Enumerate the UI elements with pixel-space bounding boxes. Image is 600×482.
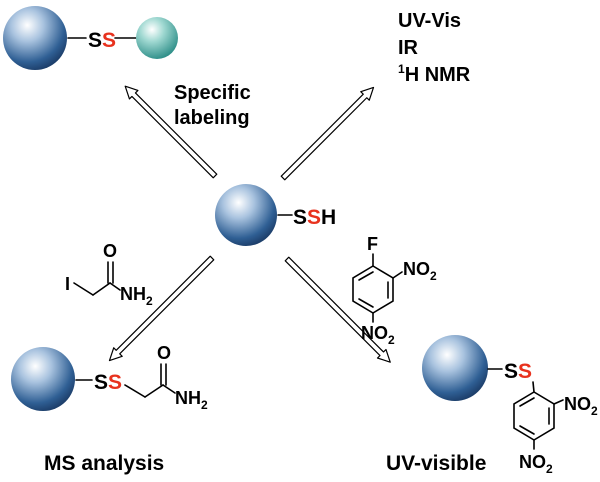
ms-analysis-label: MS analysis — [44, 452, 164, 475]
dnp-product-disulfide: SS — [504, 360, 532, 383]
blue-sphere-icon — [422, 335, 488, 401]
ms-product: SS O NH2 — [11, 343, 208, 412]
arrow-bottom-left — [108, 255, 215, 362]
amide-group: NH2 — [120, 284, 153, 308]
blue-sphere-icon — [3, 6, 67, 70]
fluorine-atom: F — [367, 234, 378, 254]
arrow-top-left — [124, 85, 218, 179]
nitro-group: NO2 — [564, 394, 598, 418]
benzene-ring-icon — [352, 265, 394, 314]
carbonyl-oxygen: O — [103, 241, 117, 261]
teal-sphere-icon — [136, 17, 178, 59]
uv-vis-label: UV-Vis — [398, 10, 461, 32]
nitro-group: NO2 — [361, 323, 395, 347]
top-left-disulfide: SS — [88, 29, 116, 52]
carbonyl-oxygen: O — [157, 343, 171, 363]
uv-visible-label: UV-visible — [386, 452, 486, 475]
nitro-group: NO2 — [403, 259, 437, 283]
specific-labeling-label: Specific labeling — [174, 82, 256, 129]
top-left-conjugate: SS — [3, 6, 178, 70]
benzene-ring-icon — [513, 391, 555, 441]
amide-group: NH2 — [175, 388, 208, 412]
blue-sphere-icon — [11, 347, 75, 411]
center-thiol: SSH — [293, 206, 336, 229]
fdnb-reagent: F NO2 NO2 — [352, 234, 437, 347]
blue-sphere-icon — [215, 184, 277, 246]
arrow-bottom-right — [284, 256, 391, 363]
ir-label: IR — [398, 37, 419, 59]
iodine-atom: I — [65, 274, 70, 294]
center-protein: SSH — [215, 184, 336, 246]
h-nmr-label: 1H NMR — [398, 62, 471, 86]
nitro-group: NO2 — [519, 452, 553, 476]
arrow-top-right — [280, 86, 375, 181]
iodoacetamide-reagent: I O NH2 — [65, 241, 153, 308]
dnp-product: SS NO2 NO2 — [422, 335, 598, 476]
ms-product-disulfide: SS — [94, 371, 122, 394]
